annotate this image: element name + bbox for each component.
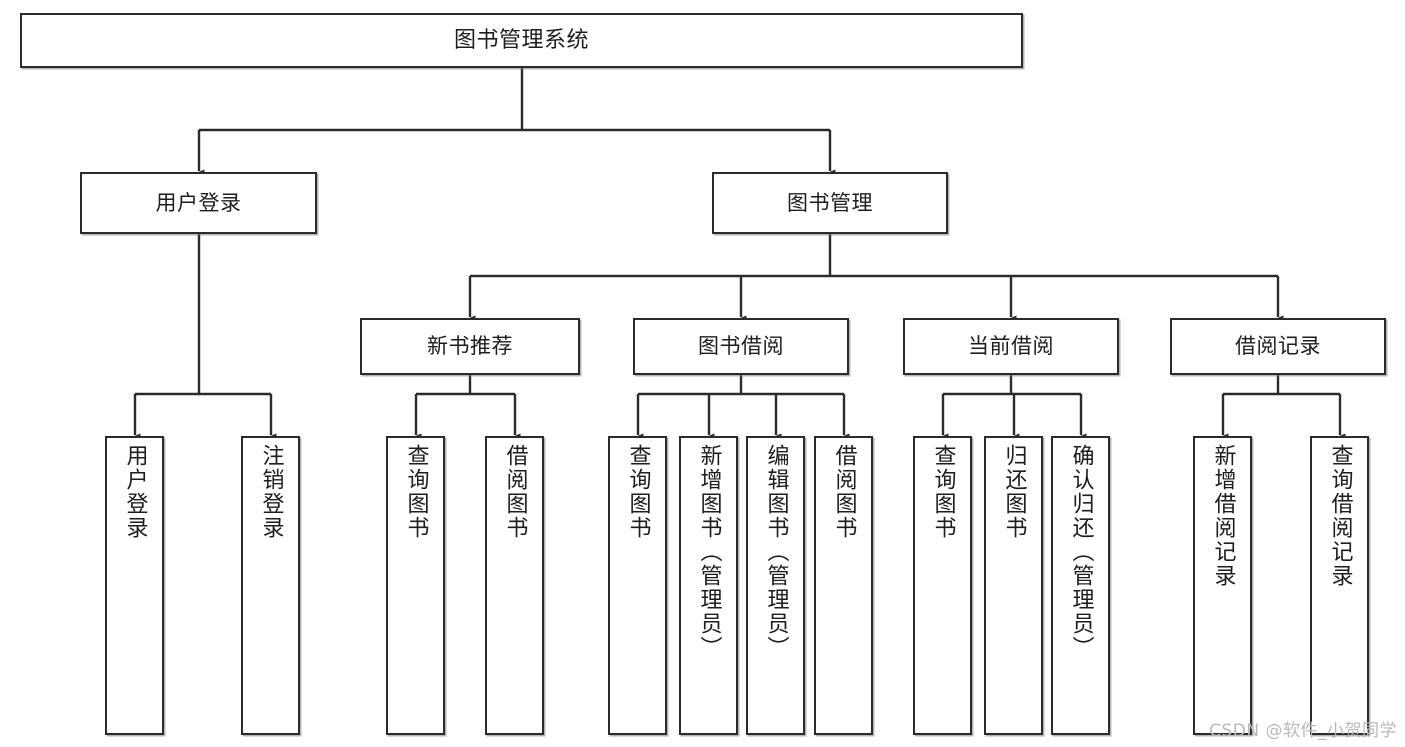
node-label: 新增借阅记录 — [1210, 444, 1236, 588]
node-label: 借阅记录 — [1235, 334, 1321, 359]
node-label: 用户登录 — [155, 190, 242, 215]
node-label: 当前借阅 — [968, 334, 1054, 359]
node-leaf-8[interactable]: 借阅图书 — [814, 436, 873, 735]
node-leaf-12[interactable]: 新增借阅记录 — [1193, 436, 1252, 735]
node-label: 查询图书 — [930, 444, 956, 540]
watermark-text: CSDN @软件_小贺同学 — [1209, 721, 1397, 741]
node-leaf-2[interactable]: 注销登录 — [241, 436, 300, 735]
node-label: 确认归还（管理员） — [1068, 444, 1094, 660]
node-leaf-10[interactable]: 归还图书 — [984, 436, 1043, 735]
node-bookmgr[interactable]: 图书管理 — [712, 172, 948, 234]
node-leaf-13[interactable]: 查询借阅记录 — [1310, 436, 1369, 735]
node-label: 图书管理系统 — [453, 27, 589, 53]
node-label: 新书推荐 — [427, 334, 513, 359]
node-leaf-11[interactable]: 确认归还（管理员） — [1051, 436, 1110, 735]
node-leaf-7[interactable]: 编辑图书（管理员） — [746, 436, 805, 735]
node-leaf-5[interactable]: 查询图书 — [608, 436, 667, 735]
node-leaf-3[interactable]: 查询图书 — [386, 436, 445, 735]
node-label: 注销登录 — [258, 444, 284, 540]
node-label: 新增图书（管理员） — [696, 444, 722, 660]
node-newbook[interactable]: 新书推荐 — [360, 318, 580, 375]
node-label: 用户登录 — [122, 444, 148, 540]
node-label: 借阅图书 — [502, 444, 528, 540]
node-login[interactable]: 用户登录 — [80, 172, 317, 234]
node-leaf-6[interactable]: 新增图书（管理员） — [679, 436, 738, 735]
node-label: 图书借阅 — [698, 334, 784, 359]
node-label: 归还图书 — [1001, 444, 1027, 540]
node-label: 编辑图书（管理员） — [763, 444, 789, 660]
node-current[interactable]: 当前借阅 — [903, 318, 1119, 375]
node-borrow[interactable]: 图书借阅 — [633, 318, 849, 375]
node-label: 查询借阅记录 — [1327, 444, 1353, 588]
node-label: 借阅图书 — [831, 444, 857, 540]
node-leaf-1[interactable]: 用户登录 — [105, 436, 164, 735]
node-label: 查询图书 — [403, 444, 429, 540]
node-label: 图书管理 — [787, 190, 873, 215]
node-label: 查询图书 — [625, 444, 651, 540]
node-leaf-9[interactable]: 查询图书 — [913, 436, 972, 735]
node-root[interactable]: 图书管理系统 — [20, 13, 1023, 68]
node-record[interactable]: 借阅记录 — [1170, 318, 1386, 375]
node-leaf-4[interactable]: 借阅图书 — [485, 436, 544, 735]
